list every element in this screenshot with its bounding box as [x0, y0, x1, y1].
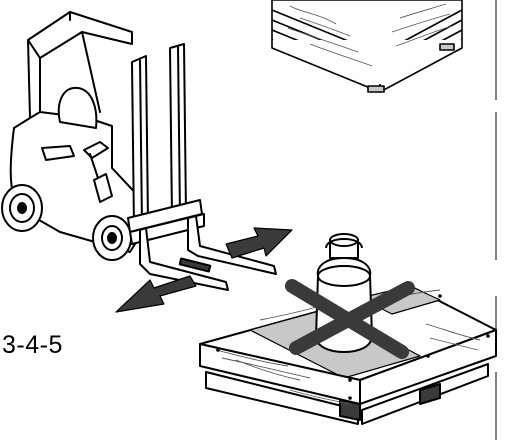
- forklift-icon: [1, 11, 277, 291]
- figure-label: 3-4-5: [2, 331, 63, 359]
- stacked-pallets-icon: [271, 0, 463, 93]
- prohibited-cross-icon: [285, 279, 415, 359]
- direction-arrow-icon: [115, 227, 293, 313]
